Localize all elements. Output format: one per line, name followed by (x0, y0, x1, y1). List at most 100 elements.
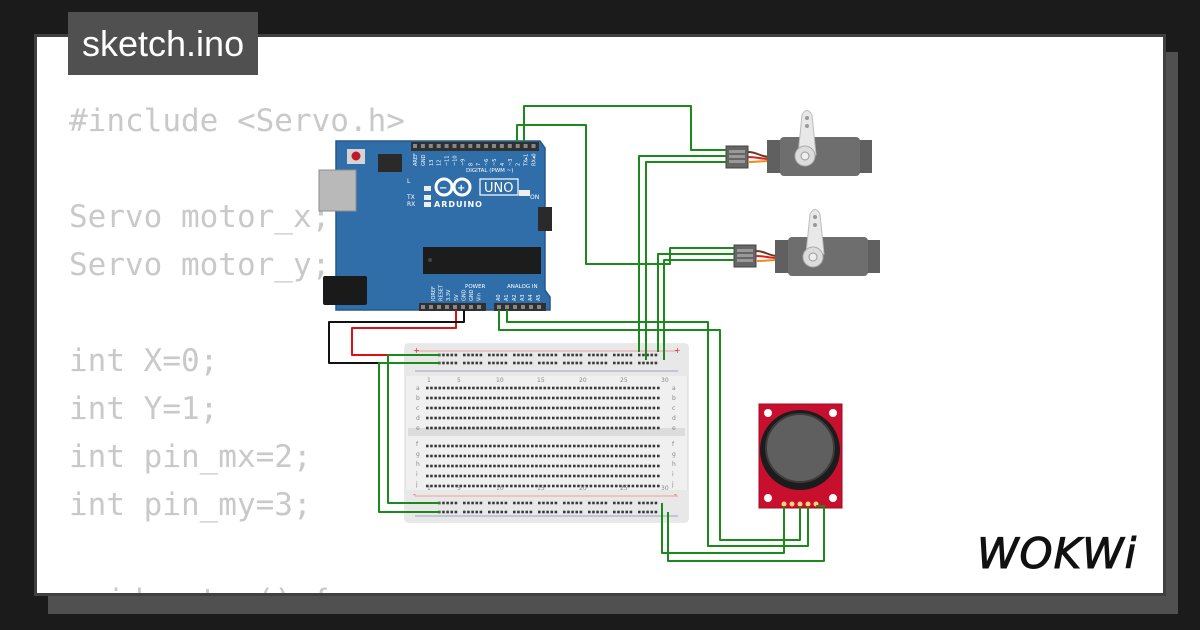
breadboard-hole[interactable] (426, 464, 429, 468)
breadboard-hole[interactable] (644, 474, 647, 478)
breadboard-hole[interactable] (589, 474, 593, 478)
breadboard-hole[interactable] (589, 454, 593, 458)
breadboard-hole[interactable] (636, 464, 639, 468)
breadboard-hole[interactable] (501, 406, 505, 410)
breadboard-hole[interactable] (489, 454, 492, 458)
breadboard-hole[interactable] (610, 444, 614, 448)
breadboard-hole[interactable] (640, 464, 643, 468)
breadboard-hole[interactable] (619, 464, 622, 468)
breadboard-hole[interactable] (479, 510, 483, 514)
breadboard-hole[interactable] (560, 444, 563, 448)
breadboard-hole[interactable] (573, 484, 576, 488)
breadboard-hole[interactable] (550, 501, 554, 505)
breadboard-hole[interactable] (594, 386, 597, 390)
breadboard-hole[interactable] (564, 464, 568, 468)
breadboard-hole[interactable] (619, 484, 622, 488)
breadboard-hole[interactable] (642, 501, 645, 505)
breadboard-hole[interactable] (510, 464, 513, 468)
breadboard-hole[interactable] (602, 416, 605, 420)
breadboard-hole[interactable] (598, 444, 601, 448)
breadboard-hole[interactable] (504, 501, 508, 505)
breadboard-hole[interactable] (648, 416, 652, 420)
breadboard-hole[interactable] (585, 396, 589, 400)
breadboard-hole[interactable] (638, 501, 641, 505)
breadboard-hole[interactable] (475, 501, 479, 505)
breadboard-hole[interactable] (526, 454, 530, 458)
breadboard-hole[interactable] (577, 386, 580, 390)
digital-pin[interactable] (523, 144, 528, 148)
analog-pin[interactable] (505, 305, 509, 309)
breadboard-hole[interactable] (517, 501, 520, 505)
breadboard-hole[interactable] (615, 386, 618, 390)
breadboard-hole[interactable] (638, 510, 641, 514)
breadboard-hole[interactable] (459, 464, 463, 468)
breadboard-hole[interactable] (447, 406, 450, 410)
breadboard-hole[interactable] (505, 484, 509, 488)
breadboard-hole[interactable] (606, 444, 610, 448)
breadboard-hole[interactable] (517, 361, 520, 365)
breadboard-hole[interactable] (625, 361, 629, 365)
breadboard-hole[interactable] (564, 454, 568, 458)
breadboard-hole[interactable] (627, 444, 631, 448)
breadboard-hole[interactable] (484, 484, 488, 488)
breadboard-hole[interactable] (438, 444, 442, 448)
breadboard-hole[interactable] (543, 484, 547, 488)
breadboard-hole[interactable] (552, 454, 555, 458)
breadboard-hole[interactable] (467, 510, 470, 514)
breadboard-hole[interactable] (492, 510, 495, 514)
digital-pin[interactable] (484, 144, 489, 148)
breadboard-hole[interactable] (652, 396, 656, 400)
breadboard-hole[interactable] (468, 464, 471, 468)
breadboard-hole[interactable] (650, 361, 654, 365)
breadboard-hole[interactable] (539, 406, 542, 410)
breadboard-hole[interactable] (522, 386, 526, 390)
breadboard-hole[interactable] (550, 510, 554, 514)
breadboard-hole[interactable] (585, 464, 589, 468)
breadboard-hole[interactable] (518, 484, 521, 488)
breadboard-hole[interactable] (657, 454, 660, 458)
breadboard-hole[interactable] (484, 406, 488, 410)
analog-pin[interactable] (513, 305, 517, 309)
breadboard-hole[interactable] (623, 444, 626, 448)
digital-pin[interactable] (428, 144, 433, 148)
breadboard-hole[interactable] (625, 353, 629, 357)
breadboard-hole[interactable] (476, 406, 479, 410)
breadboard-hole[interactable] (619, 386, 622, 390)
digital-pin[interactable] (460, 144, 465, 148)
breadboard-hole[interactable] (531, 406, 534, 410)
breadboard-hole[interactable] (438, 406, 442, 410)
breadboard-hole[interactable] (554, 501, 558, 505)
breadboard-hole[interactable] (484, 454, 488, 458)
breadboard-hole[interactable] (606, 464, 610, 468)
breadboard-hole[interactable] (497, 444, 500, 448)
breadboard-hole[interactable] (526, 396, 530, 400)
breadboard-hole[interactable] (560, 454, 563, 458)
breadboard-hole[interactable] (581, 416, 584, 420)
breadboard-hole[interactable] (627, 464, 631, 468)
breadboard-hole[interactable] (556, 416, 559, 420)
breadboard-hole[interactable] (623, 416, 626, 420)
breadboard-hole[interactable] (496, 501, 499, 505)
breadboard-hole[interactable] (529, 501, 533, 505)
breadboard-hole[interactable] (442, 396, 446, 400)
breadboard-hole[interactable] (650, 353, 654, 357)
breadboard-hole[interactable] (594, 426, 597, 430)
breadboard-hole[interactable] (434, 426, 437, 430)
breadboard-hole[interactable] (434, 454, 437, 458)
breadboard-hole[interactable] (610, 464, 614, 468)
breadboard-hole[interactable] (454, 353, 458, 357)
breadboard-hole[interactable] (475, 361, 479, 365)
breadboard-hole[interactable] (463, 464, 467, 468)
breadboard-hole[interactable] (563, 361, 566, 365)
breadboard-hole[interactable] (636, 444, 639, 448)
breadboard-hole[interactable] (594, 464, 597, 468)
breadboard-hole[interactable] (613, 361, 616, 365)
breadboard-hole[interactable] (585, 406, 589, 410)
power-pin[interactable] (429, 305, 433, 309)
breadboard-hole[interactable] (543, 444, 547, 448)
breadboard-hole[interactable] (546, 353, 549, 357)
breadboard-hole[interactable] (442, 426, 446, 430)
breadboard-hole[interactable] (531, 396, 534, 400)
breadboard-hole[interactable] (542, 501, 545, 505)
breadboard-hole[interactable] (426, 416, 429, 420)
